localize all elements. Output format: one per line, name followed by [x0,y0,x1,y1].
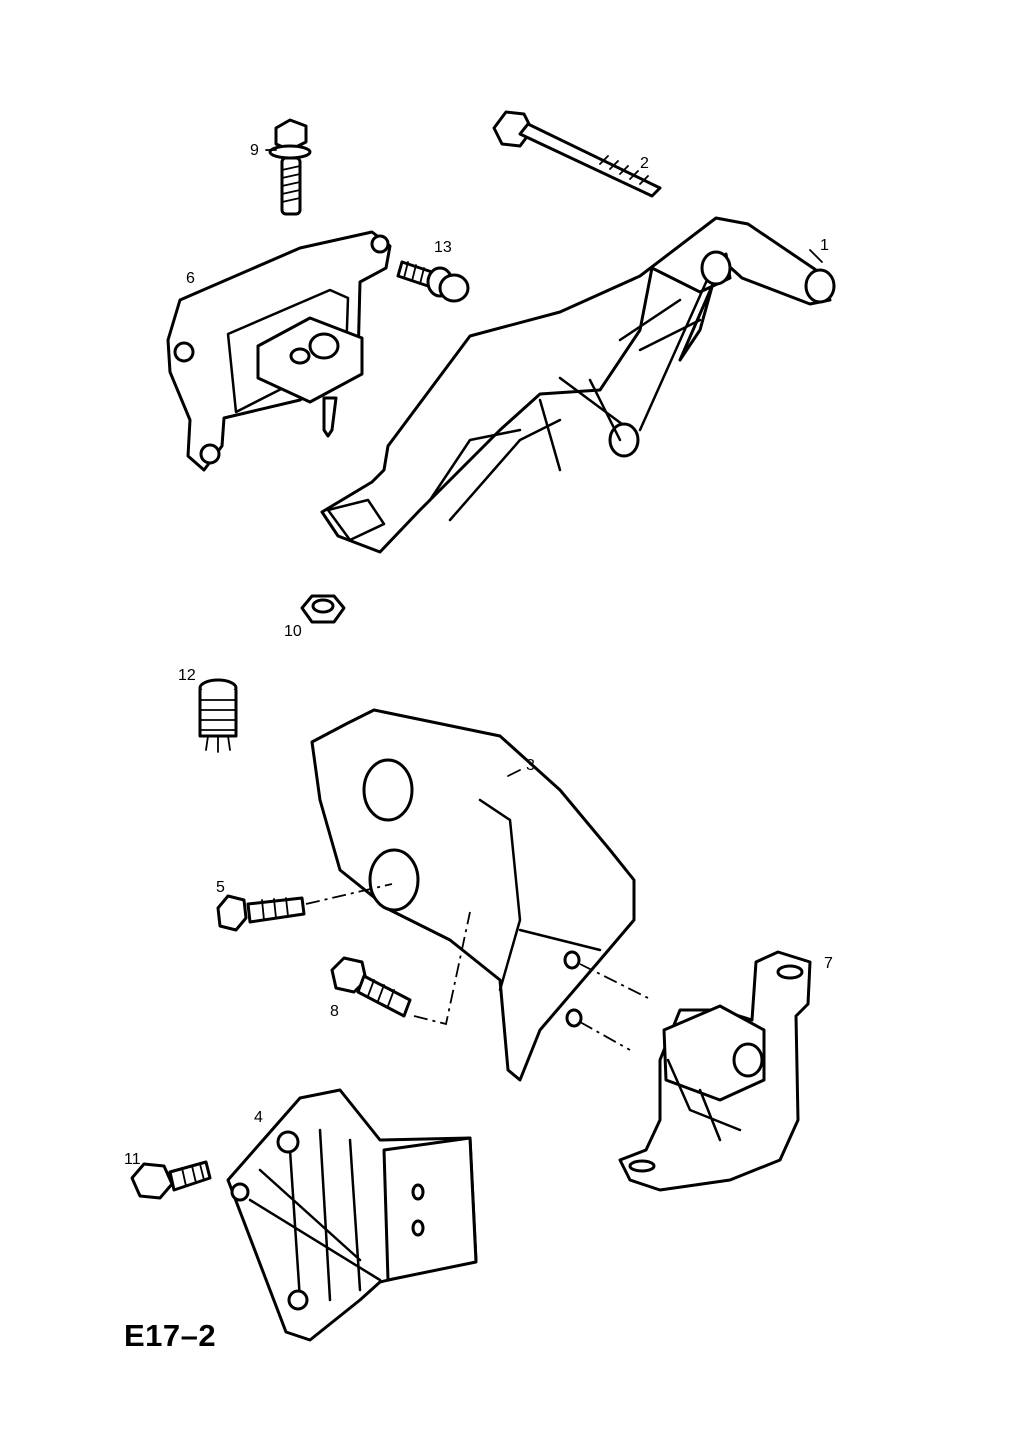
part-9-bolt [268,118,312,216]
callout-8: 8 [330,1003,339,1020]
callout-9: 9 [250,142,259,159]
part-8-bolt [330,911,471,1026]
diagram-code-label: E17–2 [124,1318,217,1353]
part-4-cast-bracket [226,1088,478,1342]
callout-4: 4 [254,1109,263,1126]
callout-7: 7 [824,955,833,972]
part-11-bolt [130,1160,212,1200]
callout-2: 2 [640,155,649,172]
callout-1: 1 [820,237,829,254]
callout-12: 12 [178,667,196,684]
part-12-insert [198,678,238,753]
callout-5: 5 [216,879,225,896]
part-6-mount [166,230,392,472]
part-13-small-bolt [396,260,470,303]
part-10-nut [300,594,346,624]
part-5-bolt [216,883,393,932]
part-2-long-bolt [492,110,662,198]
callout-11: 11 [124,1151,141,1168]
callout-3: 3 [526,757,535,774]
callout-6: 6 [186,270,195,287]
guide-line-lower [579,1021,631,1051]
callout-13: 13 [434,239,452,256]
callout-10: 10 [284,623,302,640]
guide-line-upper [579,963,653,1001]
part-7-engine-mount [618,950,812,1192]
part-1-bracket [320,216,836,554]
part-3-bracket [310,708,636,1082]
